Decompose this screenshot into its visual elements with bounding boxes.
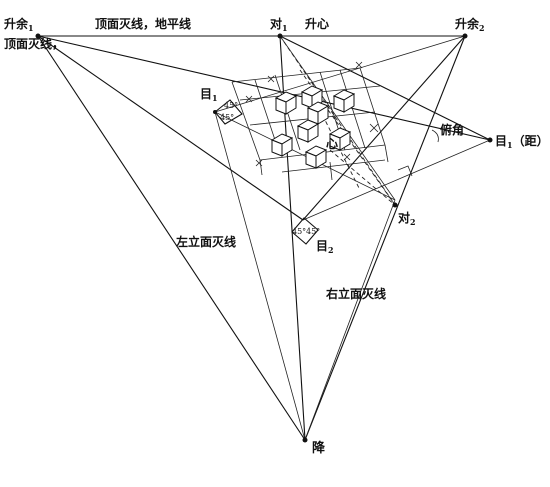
- cube-6: [328, 127, 352, 151]
- line-mu1left-jiang: [214, 111, 306, 441]
- dui2-point: [392, 202, 398, 208]
- cross-markers: [245, 61, 379, 167]
- fujiao-arc: [431, 129, 439, 143]
- right-angle-mark: [397, 165, 413, 177]
- dashed-line-c: [329, 149, 396, 206]
- line-mu2-mu1right: [302, 139, 491, 221]
- deg45-c: 45°: [292, 227, 306, 236]
- deg45-b: 45°: [220, 113, 234, 122]
- top-vanish-label: 顶面灭线，: [4, 36, 64, 51]
- left-face-line-label: 左立面灭线: [175, 234, 236, 249]
- mu1-left-point: [213, 110, 217, 114]
- right-face-vanishing-line: [304, 35, 466, 441]
- mu1-right-point: [487, 137, 493, 143]
- line-dui2-dui1: [279, 35, 396, 201]
- cube-3: [332, 89, 356, 113]
- cube-5: [296, 119, 320, 143]
- dui2-label: 对2: [398, 210, 416, 227]
- shengyu2-point: [462, 33, 468, 39]
- mu1-right-label: 目1（距）: [495, 133, 549, 150]
- jiang-label: 降: [312, 440, 326, 456]
- deg45-d: 45°: [306, 227, 320, 236]
- xin-label: 心: [326, 137, 338, 151]
- dashed-line-d: [309, 89, 361, 191]
- shengyu1-point: [35, 33, 41, 39]
- mu2-label: 目2: [316, 239, 334, 255]
- line-mu1left-dui2: [214, 111, 396, 201]
- jiang-point: [302, 437, 308, 443]
- cube-1: [274, 91, 298, 115]
- deg45-a: 45°: [224, 101, 238, 110]
- line-dui2-jiang: [304, 199, 396, 441]
- left-face-vanishing-line: [37, 35, 306, 441]
- line-sy1-mu2: [37, 35, 304, 221]
- line-sy2-mu1left: [214, 35, 466, 113]
- right-face-line-label: 右立面灭线: [325, 286, 386, 301]
- shengyu1-label: 升余1: [4, 16, 34, 33]
- cube-4: [306, 101, 330, 125]
- shengyu2-label: 升余2: [455, 16, 485, 33]
- cube-8: [304, 145, 328, 169]
- line-dui1-mu1: [279, 35, 491, 141]
- dui1-point: [277, 33, 283, 39]
- dui1-label: 对1: [270, 16, 288, 33]
- mu1-left-label: 目1: [200, 87, 218, 103]
- cube-7: [270, 133, 294, 157]
- line-sy2-mu2: [302, 35, 466, 221]
- line-sy1-mu1: [37, 35, 491, 141]
- fujiao-label: 俯角: [440, 122, 464, 137]
- mu1-diamond: [214, 99, 243, 125]
- dashed-line-a: [279, 35, 396, 206]
- shengxin-label: 升心: [305, 16, 329, 31]
- top-horizon-label: 顶面灭线，地平线: [95, 16, 191, 31]
- mu2-diamond: [291, 217, 319, 245]
- cube-group: [270, 85, 356, 169]
